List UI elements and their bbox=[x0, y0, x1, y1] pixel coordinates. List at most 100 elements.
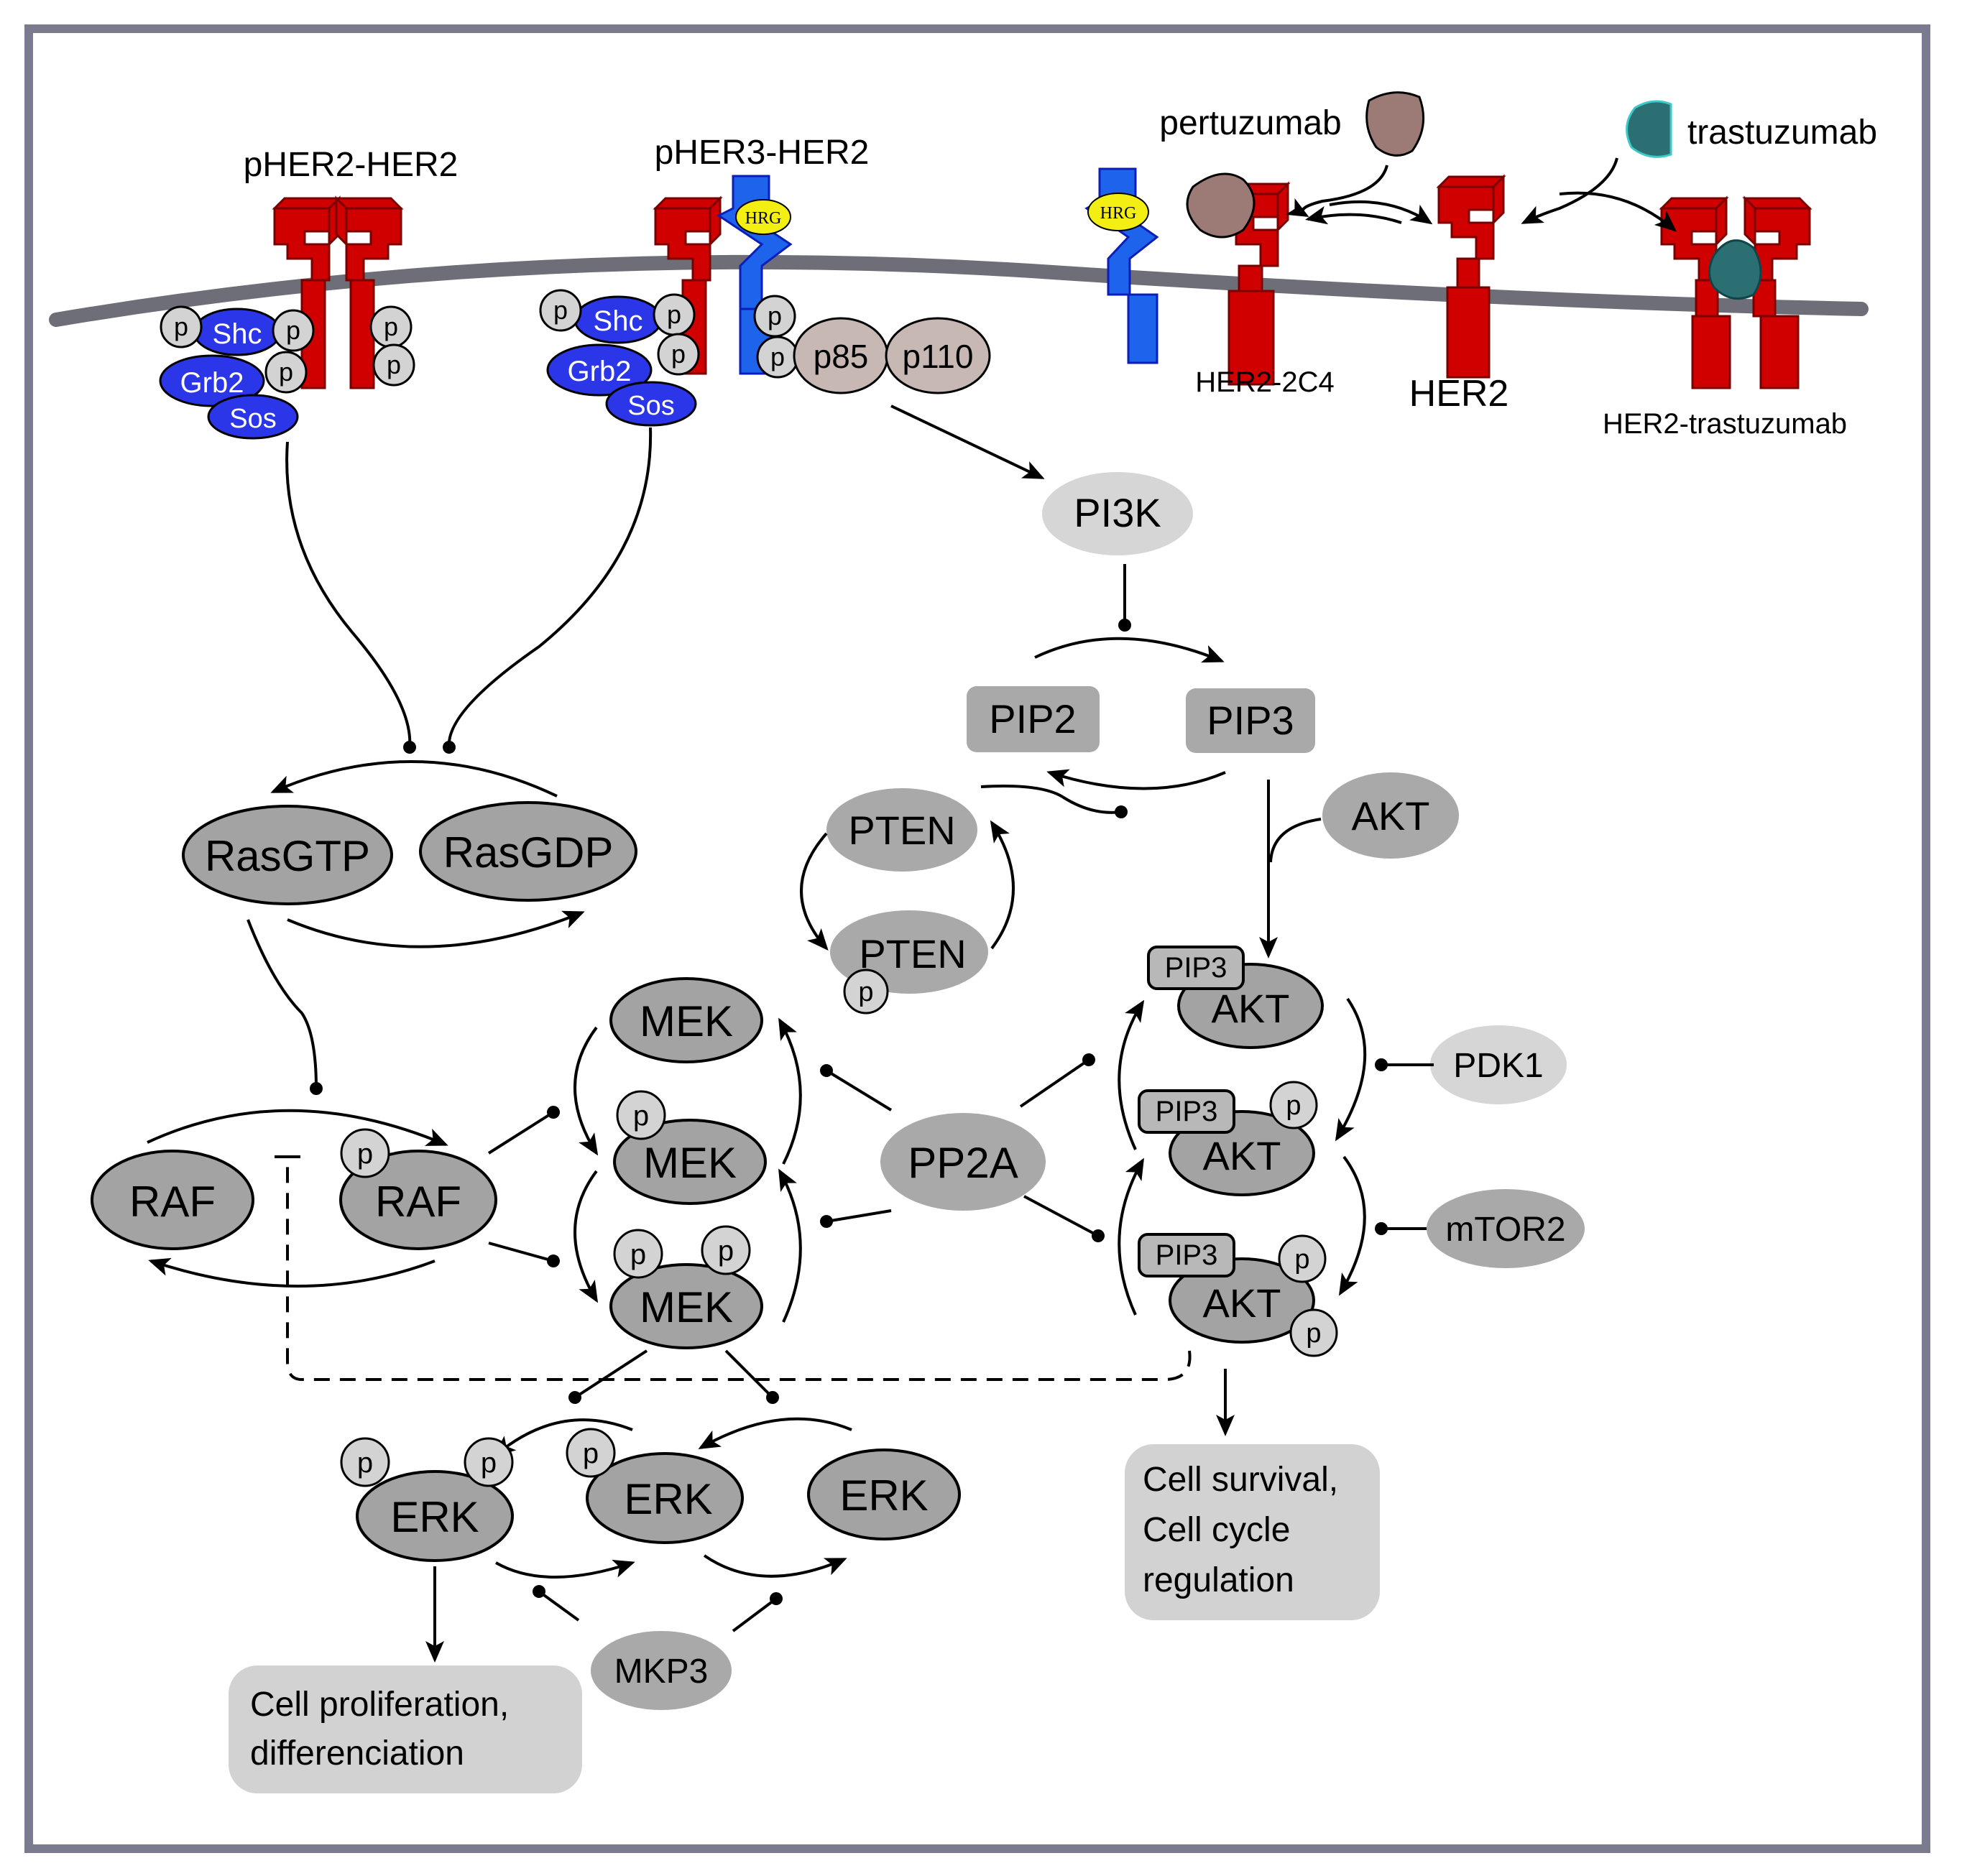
perk-to-erk-arrow bbox=[703, 1554, 847, 1578]
akt2-to-akt1-arrow bbox=[1118, 999, 1145, 1150]
ptenp-to-pten-arrow bbox=[990, 820, 1015, 950]
her2-trastuzumab-receptor bbox=[1660, 197, 1811, 389]
pp2a-to-akt2 bbox=[1023, 1195, 1105, 1242]
akt3-phospho-2 bbox=[1289, 1308, 1338, 1357]
p110-node bbox=[885, 317, 991, 394]
pertuzumab-bound bbox=[1186, 172, 1256, 239]
mek-pp-node bbox=[609, 1263, 763, 1349]
pten-label: PTEN bbox=[848, 808, 955, 853]
diagram-frame bbox=[24, 24, 1930, 1853]
mkp3-to-erk2 bbox=[732, 1592, 783, 1632]
rasgdp-node bbox=[419, 801, 637, 902]
akt2-to-akt3-arrow bbox=[1338, 1155, 1366, 1296]
erk-p-phospho-label: p bbox=[583, 1438, 599, 1469]
akt2-pip3-label: PIP3 bbox=[1156, 1096, 1218, 1127]
shc-label-2: Shc bbox=[594, 305, 643, 337]
p110-label: p110 bbox=[903, 338, 974, 375]
shc-label: Shc bbox=[213, 318, 262, 350]
praf-catalysis-mek2 bbox=[488, 1242, 560, 1267]
mkp3-label: MKP3 bbox=[614, 1653, 709, 1691]
pten-phospho-label: p bbox=[858, 977, 873, 1007]
pten-catalysis bbox=[980, 785, 1128, 818]
survival-line-2: Cell cycle bbox=[1143, 1511, 1290, 1549]
pten-to-ptenp-arrow bbox=[800, 832, 829, 951]
mek-to-mekp-arrow bbox=[573, 1026, 599, 1156]
her3-adaptor-complex bbox=[539, 289, 991, 427]
pp2a-to-mek1 bbox=[820, 1064, 893, 1112]
akt3-phospho-1 bbox=[1278, 1234, 1327, 1283]
perk-to-pperk-arrow bbox=[493, 1418, 633, 1457]
pdk1-label: PDK1 bbox=[1453, 1047, 1543, 1085]
trastuzumab-icon bbox=[1626, 100, 1672, 158]
2c4-to-her2-arrow bbox=[1329, 200, 1433, 225]
praf-node bbox=[339, 1150, 497, 1250]
her3-dimer-label: pHER3-HER2 bbox=[655, 134, 870, 172]
sos-label: Sos bbox=[229, 404, 276, 434]
erk-node bbox=[807, 1448, 961, 1540]
her3-sos-to-ras bbox=[443, 427, 653, 754]
akt3-phospho-1-label: p bbox=[1294, 1244, 1309, 1275]
cell-proliferation-box bbox=[229, 1665, 582, 1793]
erk-to-perk-arrow bbox=[698, 1417, 852, 1449]
akt2-label: AKT bbox=[1203, 1133, 1281, 1178]
svg-text:p: p bbox=[174, 312, 188, 341]
erk-pp-phospho-1 bbox=[340, 1437, 390, 1487]
raf-to-praf-arrow bbox=[147, 1109, 448, 1146]
mekpp-to-mekp-arrow bbox=[778, 1168, 802, 1323]
svg-text:p: p bbox=[667, 300, 681, 329]
pertuzumab-arrow bbox=[1285, 165, 1388, 217]
pip2-to-pip3-arrow bbox=[1034, 637, 1225, 663]
pip3-node bbox=[1186, 688, 1315, 753]
akt2-phospho-label: p bbox=[1286, 1091, 1301, 1121]
akt-node bbox=[1322, 772, 1459, 859]
pi3k-node bbox=[1042, 472, 1193, 555]
erk-p-node bbox=[586, 1452, 744, 1544]
p110-to-pi3k-arrow bbox=[890, 405, 1045, 479]
raf-node bbox=[91, 1150, 254, 1250]
akt1-pip3-label: PIP3 bbox=[1165, 952, 1227, 984]
pperk-to-perk-arrow bbox=[495, 1559, 635, 1579]
erk-p-phospho bbox=[566, 1428, 616, 1478]
her2-label: HER2 bbox=[1409, 373, 1509, 415]
pten-p-label: PTEN bbox=[859, 931, 966, 976]
phospho-labels-left: p p p p p bbox=[174, 312, 401, 387]
mek-pp-phospho-2 bbox=[701, 1225, 751, 1275]
mek-p-phospho-label: p bbox=[633, 1100, 649, 1132]
trastuzumab-arrow bbox=[1521, 157, 1618, 224]
akt-label: AKT bbox=[1352, 793, 1430, 838]
her2-trastuzumab-label: HER2-trastuzumab bbox=[1603, 408, 1847, 440]
rasgtp-label: RasGTP bbox=[205, 832, 370, 880]
mek-p-label: MEK bbox=[643, 1139, 737, 1187]
svg-text:p: p bbox=[279, 357, 293, 387]
survival-line-3: regulation bbox=[1143, 1561, 1294, 1599]
her2-receptor bbox=[1437, 175, 1505, 379]
praf-phospho-label: p bbox=[357, 1138, 373, 1170]
her2-dimer-label: pHER2-HER2 bbox=[244, 146, 459, 184]
her2-2c4-label: HER2-2C4 bbox=[1195, 366, 1334, 398]
pip3-to-pip2-arrow bbox=[1046, 769, 1226, 790]
pi3k-label: PI3K bbox=[1074, 490, 1161, 535]
p85-label: p85 bbox=[814, 338, 869, 375]
pip2-node bbox=[967, 686, 1100, 752]
mek-p-node bbox=[613, 1119, 767, 1205]
pten-node bbox=[826, 788, 977, 872]
svg-text:p: p bbox=[768, 301, 782, 331]
akt2-pip3-tag bbox=[1138, 1089, 1235, 1134]
akt3-pip3-label: PIP3 bbox=[1156, 1239, 1218, 1271]
her2-sos-to-ras bbox=[285, 441, 416, 754]
pten-phospho bbox=[843, 969, 889, 1015]
pp2a-node bbox=[880, 1113, 1046, 1211]
akt2-phospho bbox=[1269, 1081, 1318, 1129]
pip3-label: PIP3 bbox=[1207, 698, 1294, 743]
proliferation-line-1: Cell proliferation, bbox=[250, 1686, 509, 1724]
praf-catalysis-mek1 bbox=[487, 1106, 560, 1155]
survival-line-1: Cell survival, bbox=[1143, 1461, 1338, 1499]
mtor2-node bbox=[1427, 1189, 1585, 1268]
cell-survival-box bbox=[1125, 1444, 1380, 1620]
hrg-ligand bbox=[735, 199, 791, 235]
erk-pp-phospho-2 bbox=[464, 1437, 514, 1487]
akt-pip3-pp-node bbox=[1169, 1257, 1315, 1344]
mek-node bbox=[609, 977, 763, 1063]
mkp3-to-erk1 bbox=[533, 1585, 580, 1622]
